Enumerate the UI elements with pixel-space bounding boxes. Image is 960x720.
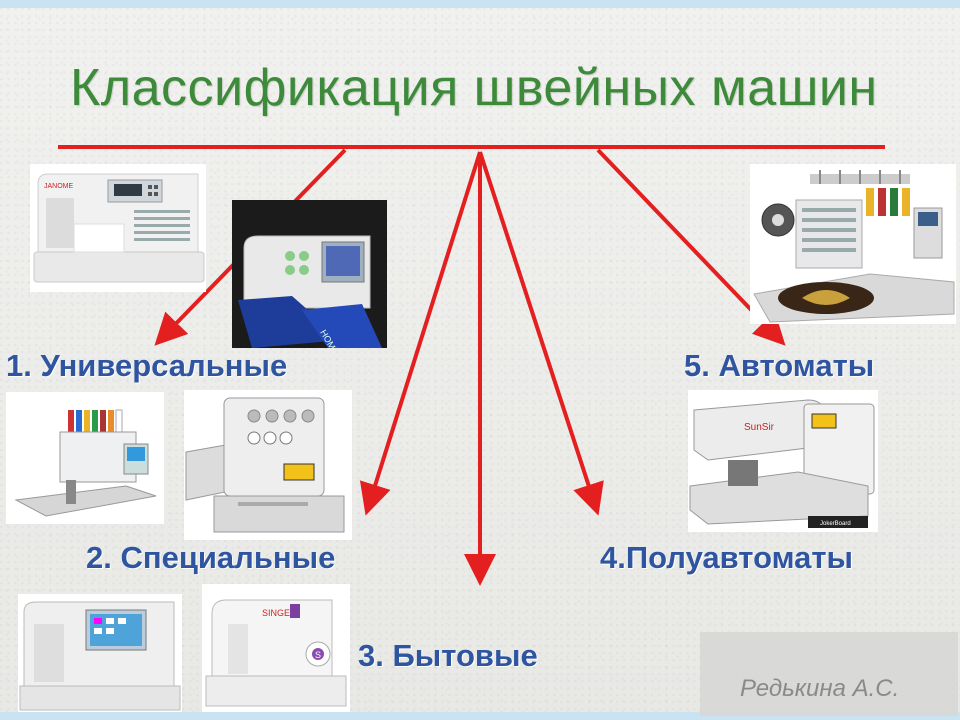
diagram-title: Классификация швейных машин bbox=[70, 59, 878, 117]
label-semiautomatic: 4.Полуавтоматы bbox=[600, 540, 854, 575]
photo-embroidery-machine: HOME bbox=[232, 200, 387, 348]
photo-computerized-machine: JANOME bbox=[30, 164, 206, 292]
photo-industrial-embroidery-machine bbox=[750, 164, 956, 324]
top-bar bbox=[0, 0, 960, 8]
svg-text:S: S bbox=[315, 650, 321, 660]
photo-touchscreen-machine bbox=[18, 594, 182, 712]
photo-button-sewing-machine: SunSir JokerBoard bbox=[688, 390, 878, 532]
photo-singer-machine: SINGER S bbox=[202, 584, 350, 712]
svg-text:SINGER: SINGER bbox=[262, 608, 297, 618]
photo-single-head-embroidery-machine bbox=[6, 392, 164, 524]
label-special: 2. Специальные bbox=[86, 540, 336, 575]
svg-text:JANOME: JANOME bbox=[44, 183, 74, 190]
arrow-automatic bbox=[596, 148, 786, 346]
bottom-bar bbox=[0, 712, 960, 720]
arrow-semiautomatic bbox=[478, 151, 604, 516]
svg-text:SunSir: SunSir bbox=[744, 422, 775, 433]
svg-text:JokerBoard: JokerBoard bbox=[820, 521, 851, 527]
label-automatic: 5. Автоматы bbox=[684, 348, 875, 383]
label-universal: 1. Универсальные bbox=[6, 348, 288, 383]
arrow-special bbox=[359, 151, 482, 516]
author-box bbox=[700, 632, 958, 716]
label-household: 3. Бытовые bbox=[358, 638, 538, 673]
author-name: Редькина А.С. bbox=[740, 675, 900, 702]
photo-overlock-machine bbox=[184, 390, 352, 540]
